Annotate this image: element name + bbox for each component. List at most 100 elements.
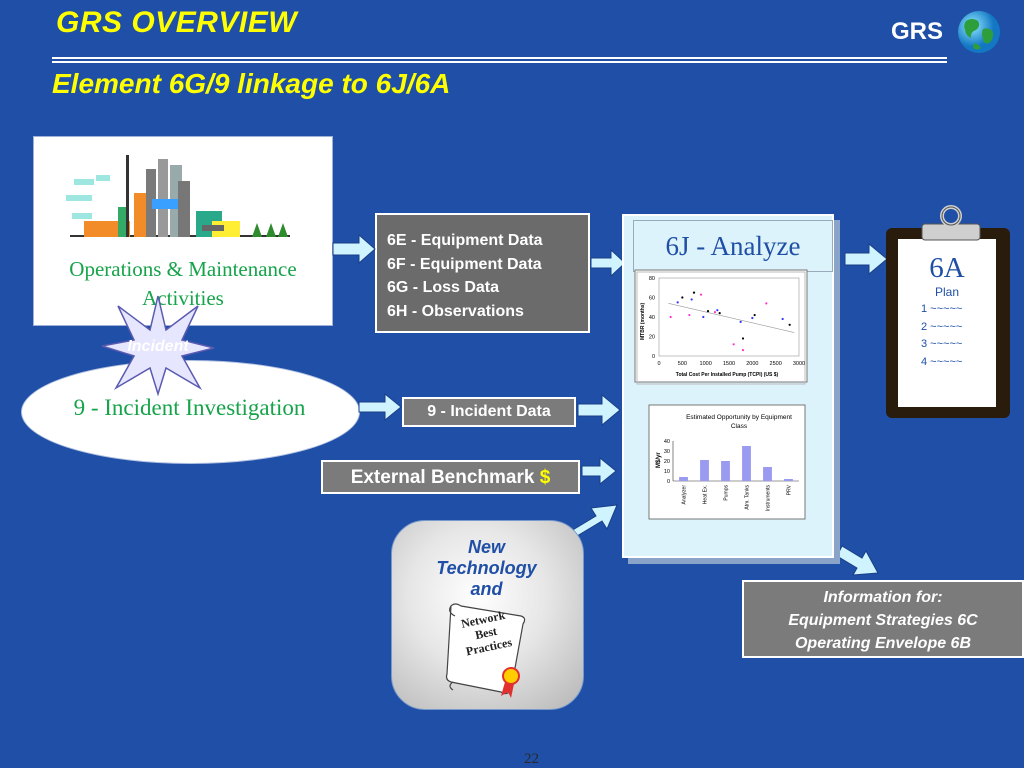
data-line: 6E - Equipment Data (387, 232, 543, 249)
globe-icon (958, 11, 1000, 53)
scatter-point (681, 296, 684, 299)
bar (700, 460, 709, 481)
incident-label: Incident (127, 338, 189, 355)
grs-logo-text: GRS (891, 18, 944, 45)
scatter-point (732, 343, 735, 346)
data-line: 6H - Observations (387, 302, 524, 320)
plan-item: 2 ~~~~~ (921, 320, 963, 333)
info-line: Operating Envelope 6B (794, 635, 972, 652)
technology-line: New (467, 537, 505, 557)
scatter-point (706, 310, 710, 313)
scatter-point (718, 312, 721, 315)
incident-data-box: 9 - Incident Data (402, 397, 576, 427)
information-box: Information for: Equipment Strategies 6C… (742, 580, 1024, 658)
page-title: GRS OVERVIEW (56, 6, 298, 39)
arrow-incident-data-to-analyze (577, 393, 621, 427)
arrow-ops-to-data (332, 233, 376, 265)
info-line: Information for: (823, 589, 943, 606)
scatter-point (688, 313, 691, 317)
arrow-investigation-to-incident-data (358, 392, 402, 422)
scatter-point (741, 337, 745, 340)
technology-line: Technology (436, 558, 537, 578)
bar-y-tick: 10 (664, 469, 670, 475)
page-number: 22 (524, 751, 539, 767)
scatter-point (699, 293, 703, 296)
scatter-x-tick: 1500 (723, 361, 735, 367)
bar-x-tick: Heat Ex. (703, 485, 709, 504)
scatter-point (739, 320, 742, 323)
bar (721, 461, 730, 481)
scatter-y-tick: 60 (649, 296, 655, 302)
clipboard-clip-icon (921, 205, 981, 241)
plan-subtitle: Plan (934, 285, 960, 299)
technology-line: and (470, 579, 503, 599)
arrow-data-to-analyze (590, 248, 626, 278)
info-line: Equipment Strategies 6C (788, 612, 978, 629)
scatter-x-tick: 2500 (770, 361, 782, 367)
analyze-title: 6J - Analyze (633, 220, 833, 272)
arrow-analyze-to-info (836, 545, 879, 576)
scatter-point (788, 323, 791, 326)
scatter-x-tick: 1000 (700, 361, 712, 367)
scroll-icon (445, 603, 526, 698)
scatter-point (781, 317, 784, 321)
bar-y-label: M$/yr (656, 452, 662, 468)
scatter-point (751, 316, 754, 320)
bar-x-tick: Atm. Tanks (745, 485, 751, 510)
scatter-point (669, 315, 672, 319)
scatter-point (716, 309, 719, 312)
arrow-analyze-to-plan (844, 242, 888, 276)
scatter-x-tick: 3000 (793, 361, 805, 367)
bar-y-tick: 40 (664, 439, 670, 445)
bar-x-tick: Analyzer (682, 485, 688, 505)
scatter-y-tick: 0 (652, 354, 655, 360)
bar (784, 479, 793, 481)
bar-x-tick: Pumps (724, 485, 730, 501)
bar-y-tick: 0 (667, 479, 670, 485)
bar-y-tick: 30 (664, 449, 670, 455)
bar (742, 446, 751, 481)
technology-label: New Technology and (391, 537, 582, 600)
scatter-point (676, 301, 679, 304)
data-line: 6F - Equipment Data (387, 255, 542, 273)
scatter-point (692, 291, 696, 294)
title-divider-top (52, 57, 947, 59)
scatter-point (702, 315, 705, 319)
scatter-point (753, 313, 756, 317)
scatter-point (765, 302, 768, 305)
operations-panel: Operations & Maintenance Activities (33, 136, 333, 326)
scatter-y-tick: 20 (649, 335, 655, 341)
refinery-icon (66, 155, 290, 237)
trend-line (668, 303, 795, 333)
title-divider-bottom (52, 61, 947, 63)
scatter-point (713, 311, 717, 314)
bar (763, 467, 772, 481)
benchmark-label: External Benchmark (350, 467, 535, 488)
scatter-y-tick: 40 (649, 315, 655, 321)
plan-item: 4 ~~~~~ (921, 355, 963, 368)
bar-x-tick: Instruments (766, 485, 772, 512)
scatter-x-tick: 500 (678, 361, 687, 367)
bar (679, 477, 688, 481)
plan-item: 1 ~~~~~ (921, 303, 963, 315)
clipboard-paper (898, 239, 996, 407)
arrow-benchmark-to-analyze (581, 456, 617, 486)
dollar-symbol: $ (539, 467, 551, 488)
scatter-x-tick: 2000 (746, 361, 758, 367)
external-benchmark-box: External Benchmark $ (321, 460, 580, 494)
page-subtitle: Element 6G/9 linkage to 6J/6A (52, 68, 451, 99)
data-line: 6G - Loss Data (387, 279, 500, 296)
plan-list: 1 ~~~~~ 2 ~~~~~ 3 ~~~~~ 4 ~~~~~ (921, 301, 962, 371)
operations-label: Operations & Maintenance Activities (69, 257, 297, 310)
scatter-point (690, 298, 693, 301)
scatter-x-label: Total Cost Per Installed Pump (TCPI) (US… (676, 372, 779, 378)
bar-x-tick: PRV (787, 484, 793, 495)
scatter-point (741, 349, 745, 352)
plan-item: 3 ~~~~~ (921, 338, 963, 350)
incident-star-icon (101, 295, 215, 397)
bar-y-tick: 20 (664, 459, 670, 465)
